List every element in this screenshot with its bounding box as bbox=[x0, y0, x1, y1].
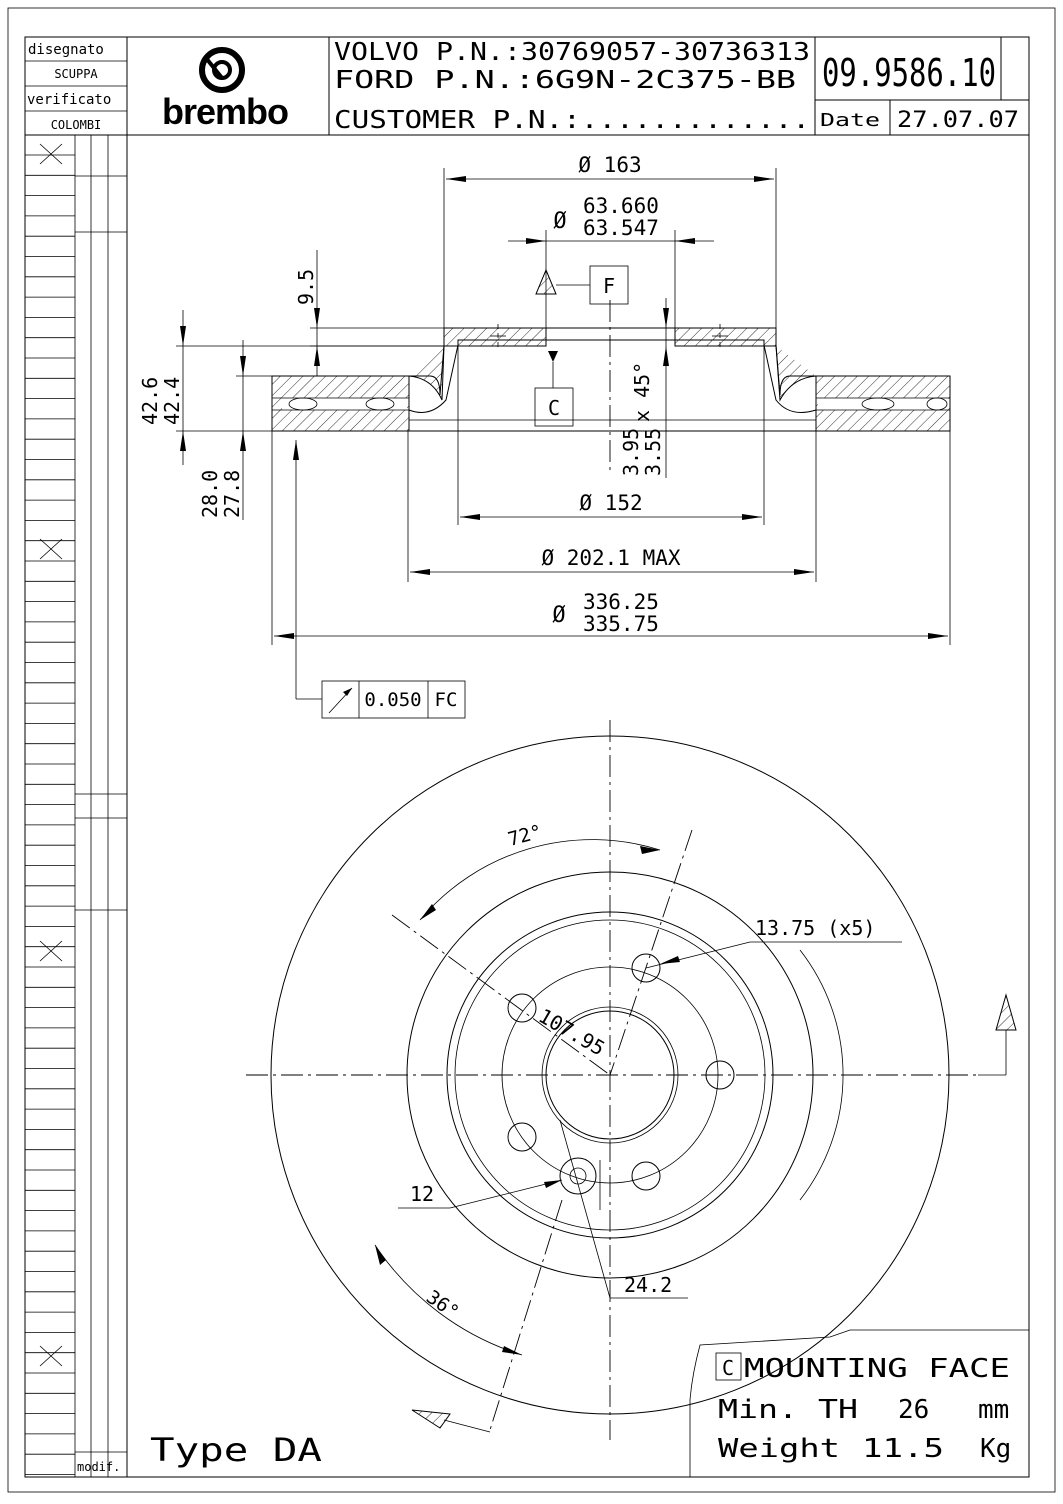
weight-unit: Kg bbox=[980, 1434, 1011, 1464]
volvo-part-number: VOLVO P.N.:30769057-30736313 bbox=[334, 37, 810, 66]
part-number: 09.9586.10 bbox=[822, 51, 996, 95]
od-lower: 335.75 bbox=[583, 612, 659, 636]
min-th-unit: mm bbox=[978, 1395, 1009, 1425]
rotation-arrow-bottom bbox=[411, 1409, 491, 1433]
revision-column: modif. bbox=[25, 135, 127, 1477]
chamfer-lower: 3.55 bbox=[641, 428, 665, 476]
brake-ring-left bbox=[271, 375, 410, 432]
datum-f: F bbox=[603, 274, 615, 298]
brembo-logo: brembo bbox=[162, 47, 289, 132]
drawing-frame bbox=[7, 7, 1056, 1493]
modif-label: modif. bbox=[77, 1460, 120, 1474]
runout-datums: FC bbox=[435, 689, 458, 711]
checked-by: COLOMBI bbox=[51, 118, 102, 132]
notes-block: C MOUNTING FACE Min. TH 26 mm Weight 11.… bbox=[150, 1329, 1029, 1477]
runout-value: 0.050 bbox=[364, 689, 421, 711]
logo-wordmark: brembo bbox=[162, 91, 288, 132]
revision-rows bbox=[25, 154, 127, 1475]
dim-163: Ø 163 bbox=[578, 153, 641, 177]
ford-part-number: FORD P.N.:6G9N-2C375-BB bbox=[334, 65, 796, 94]
bore-symbol: Ø bbox=[553, 209, 566, 234]
type-label: Type DA bbox=[150, 1431, 322, 1469]
dim-42-6: 42.6 bbox=[138, 377, 162, 425]
title-block: disegnato SCUPPA verificato COLOMBI brem… bbox=[25, 37, 1029, 1477]
bolt-holes bbox=[507, 953, 735, 1195]
dim-24-2: 24.2 bbox=[624, 1273, 672, 1297]
od-upper: 336.25 bbox=[583, 590, 659, 614]
holes-note: 13.75 (x5) bbox=[755, 916, 875, 940]
bore-upper: 63.660 bbox=[583, 194, 659, 218]
rotation-arrow-right bbox=[978, 993, 1017, 1076]
dim-152: Ø 152 bbox=[579, 491, 642, 515]
mounting-face-label: MOUNTING FACE bbox=[744, 1354, 1010, 1384]
dim-28-0: 28.0 bbox=[198, 470, 222, 518]
hat-profile bbox=[408, 324, 817, 432]
date-label: Date bbox=[820, 110, 880, 131]
drawn-label: disegnato bbox=[28, 42, 104, 58]
min-th-value: 26 bbox=[898, 1395, 929, 1425]
od-symbol: Ø bbox=[552, 603, 565, 628]
dim-42-4: 42.4 bbox=[160, 377, 184, 425]
revision-cross bbox=[39, 143, 63, 1367]
min-th-label: Min. TH bbox=[718, 1395, 858, 1425]
dim-202: Ø 202.1 MAX bbox=[541, 546, 680, 570]
section-view: Ø 163 Ø 63.660 63.547 F C 9.5 42.6 42.4 bbox=[138, 153, 951, 719]
dim-12: 12 bbox=[410, 1182, 434, 1206]
angle-36: 36° bbox=[422, 1286, 463, 1324]
bore-lower: 63.547 bbox=[583, 216, 659, 240]
date-value: 27.07.07 bbox=[897, 108, 1019, 133]
datum-c: C bbox=[548, 396, 560, 420]
brake-ring-right bbox=[815, 375, 951, 432]
checked-label: verificato bbox=[27, 92, 111, 108]
mounting-face-key: C bbox=[722, 1356, 734, 1380]
chamfer-upper: 3.95 bbox=[619, 428, 643, 476]
front-view: 72° 13.75 (x5) 107.95 12 24.2 36° bbox=[246, 720, 1017, 1440]
chamfer-angle: x 45° bbox=[630, 362, 654, 422]
dim-27-8: 27.8 bbox=[220, 470, 244, 518]
drawn-by: SCUPPA bbox=[54, 67, 98, 81]
weight-label: Weight bbox=[718, 1434, 840, 1464]
weight-value: 11.5 bbox=[862, 1434, 944, 1464]
customer-part-number: CUSTOMER P.N.:............. bbox=[334, 105, 810, 134]
dim-9-5: 9.5 bbox=[294, 269, 318, 305]
